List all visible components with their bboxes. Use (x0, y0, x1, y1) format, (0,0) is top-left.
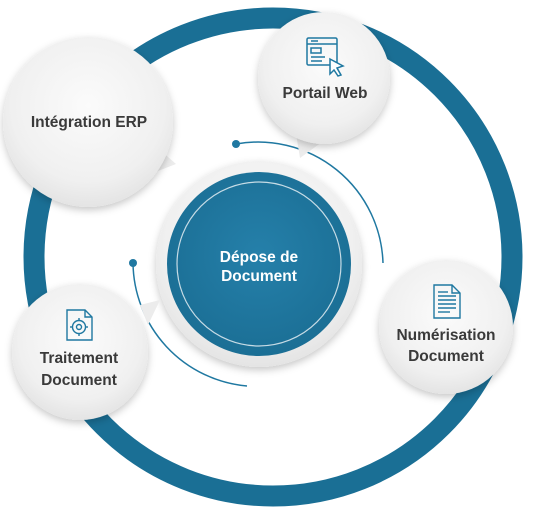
center-hub: Dépose de Document (156, 161, 362, 367)
outer-ring (23, 7, 523, 507)
web-browser-cursor-icon (306, 37, 345, 77)
traitement-label-line2: Document (41, 372, 117, 389)
node-integration-erp: Intégration ERP (3, 37, 176, 207)
node-traitement-document: Traitement Document (12, 284, 160, 420)
orbit-dot-top (232, 140, 240, 148)
node-portail-web: Portail Web (258, 12, 390, 158)
center-label-line1: Dépose de (220, 249, 299, 266)
scanned-document-icon (433, 284, 461, 319)
orbit-dot-left (129, 259, 137, 267)
numerisation-label-line2: Document (408, 348, 484, 365)
orbit-arc-top (235, 141, 384, 264)
erp-label: Intégration ERP (31, 114, 147, 131)
portail-label: Portail Web (283, 85, 368, 102)
node-numerisation-document: Numérisation Document (379, 260, 513, 394)
numerisation-label-line1: Numérisation (396, 327, 495, 344)
center-label-line2: Document (221, 268, 297, 285)
traitement-label-line1: Traitement (40, 350, 118, 367)
document-processing-icon (66, 309, 93, 341)
orbit-arc-left (132, 262, 248, 387)
